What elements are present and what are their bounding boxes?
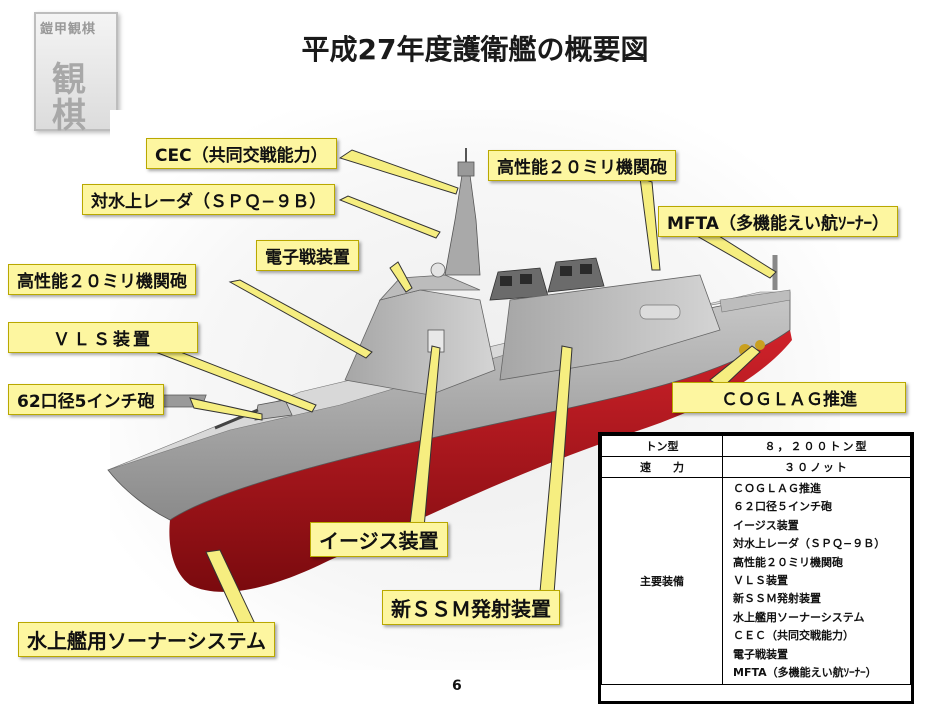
list-item: ＣＥＣ（共同交戦能力） <box>733 629 854 643</box>
leader-spq9b <box>338 195 441 239</box>
list-item: 水上艦用ソーナーシステム <box>733 610 865 624</box>
callout-aegis: イージス装置 <box>310 522 448 557</box>
callout-spq9b-radar: 対水上レーダ（ＳＰＱ−９Ｂ） <box>82 184 336 215</box>
callout-electronic-warfare: 電子戦装置 <box>256 240 359 271</box>
logo-seal: 鎧甲観棋 観 棋 <box>34 12 118 136</box>
equipment-list: ＣＯＧＬＡＧ推進 ６２口径５インチ砲 イージス装置 対水上レーダ（ＳＰＱ−９Ｂ）… <box>727 480 906 682</box>
callout-cec: CEC（共同交戦能力） <box>146 138 337 169</box>
mast-top <box>457 161 475 177</box>
spec-key: トン型 <box>601 435 723 457</box>
list-item: ＣＯＧＬＡＧ推進 <box>733 482 821 495</box>
spec-key: 速 力 <box>601 456 723 478</box>
funnel-aft <box>547 257 605 293</box>
list-item: 電子戦装置 <box>733 647 788 661</box>
list-item: イージス装置 <box>733 518 799 532</box>
superstructure-aft <box>499 274 721 381</box>
leader-ciws-fwd <box>228 279 373 359</box>
callout-hull-sonar: 水上艦用ソーナーシステム <box>18 622 275 657</box>
spec-row-equipment: 主要装備 ＣＯＧＬＡＧ推進 ６２口径５インチ砲 イージス装置 対水上レーダ（ＳＰ… <box>601 476 911 686</box>
callout-coglag: ＣＯＧＬＡＧ推進 <box>672 382 906 413</box>
flight-deck <box>719 289 791 313</box>
leader-ew <box>389 261 413 293</box>
spec-equipment-cell: ＣＯＧＬＡＧ推進 ６２口径５インチ砲 イージス装置 対水上レーダ（ＳＰＱ−９Ｂ）… <box>722 476 911 686</box>
list-item: ＶＬＳ装置 <box>733 574 788 588</box>
boat <box>639 304 681 320</box>
spec-value: ８，２００トン型 <box>722 435 911 457</box>
spec-table: トン型 ８，２００トン型 速 力 ３０ノット 主要装備 ＣＯＧＬＡＧ推進 ６２口… <box>598 432 914 704</box>
page-number: 6 <box>452 678 462 694</box>
list-item: 高性能２０ミリ機関砲 <box>733 555 843 569</box>
logo-top-text: 鎧甲観棋 <box>40 22 97 37</box>
radome <box>430 262 446 278</box>
callout-ciws-forward: 高性能２０ミリ機関砲 <box>8 264 196 295</box>
spec-row: トン型 ８，２００トン型 <box>601 435 911 457</box>
list-item: ６２口径５インチ砲 <box>733 500 832 514</box>
list-item: 対水上レーダ（ＳＰＱ−９Ｂ） <box>733 537 886 551</box>
leader-ciws-aft <box>639 177 661 271</box>
callout-vls: ＶＬＳ装置 <box>8 322 198 353</box>
callout-mfta: MFTA（多機能えい航ｿｰﾅｰ） <box>658 206 898 237</box>
spec-value: ３０ノット <box>722 456 911 478</box>
list-item: MFTA（多機能えい航ｿｰﾅｰ） <box>733 666 877 680</box>
spec-key: 主要装備 <box>601 476 723 686</box>
spec-row: 速 力 ３０ノット <box>601 456 911 478</box>
list-item: 新ＳＳＭ発射装置 <box>733 592 821 606</box>
logo-char-2: 棋 <box>52 96 86 136</box>
logo-char-1: 観 <box>52 60 86 100</box>
callout-5inch-gun: 62口径5インチ砲 <box>8 384 164 415</box>
callout-new-ssm: 新ＳＳＭ発射装置 <box>382 590 560 625</box>
page-title: 平成27年度護衛艦の概要図 <box>301 33 649 66</box>
leader-gun <box>189 397 263 421</box>
leader-cec <box>338 149 459 195</box>
callout-ciws-aft: 高性能２０ミリ機関砲 <box>488 150 676 181</box>
funnel-fwd <box>489 267 549 301</box>
